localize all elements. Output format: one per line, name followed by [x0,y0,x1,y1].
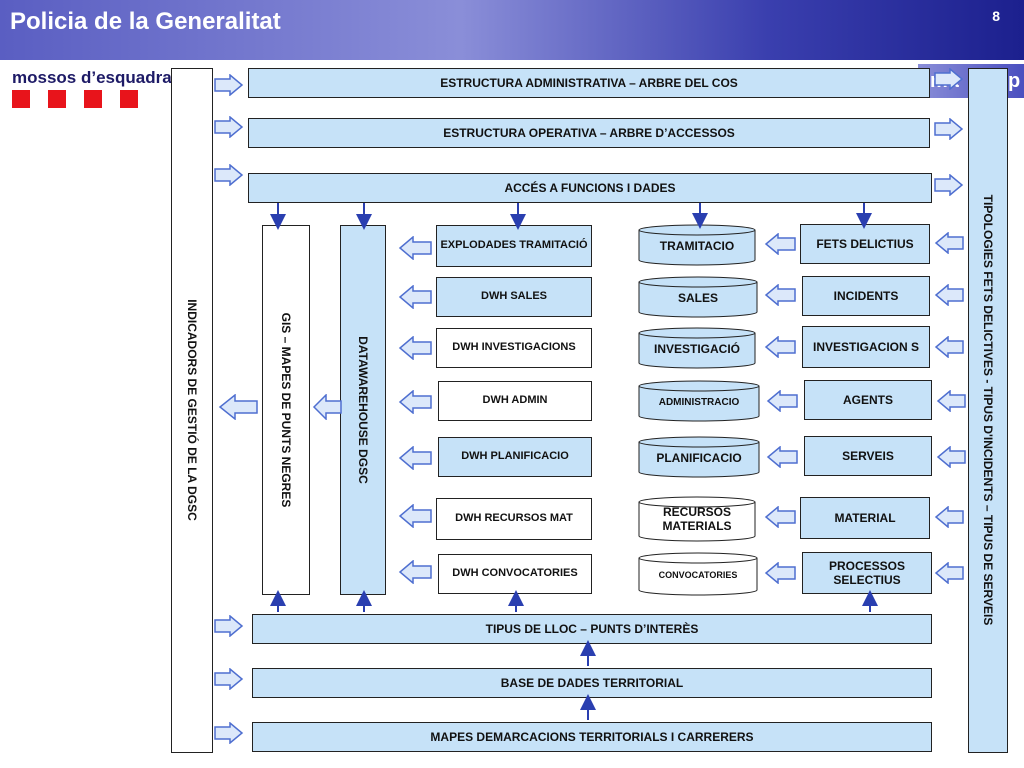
bar-acces-funcions: ACCÉS A FUNCIONS I DADES [248,173,932,203]
arrow-right-icon [214,722,244,744]
arrow-left-icon [312,394,342,420]
gis-column [262,225,310,595]
dwh-box: DWH INVESTIGACIONS [436,328,592,368]
arrow-left-icon [398,390,432,414]
dwh-box: DWH PLANIFICACIO [438,437,592,477]
bar-arbre-cos: ESTRUCTURA ADMINISTRATIVA – ARBRE DEL CO… [248,68,930,98]
database-cylinder: TRAMITACIO [638,224,756,266]
dwh-box: DWH SALES [436,277,592,317]
arrow-right-icon [214,74,244,96]
source-box: INCIDENTS [802,276,930,316]
arrow-right-icon [934,68,964,90]
source-box: INVESTIGACION S [802,326,930,368]
arrow-left-icon [936,446,966,468]
database-label: CONVOCATORIES [658,570,738,580]
arrow-left-icon [764,233,796,255]
brand-square-icon [84,90,102,108]
source-box: MATERIAL [800,497,930,539]
arrow-right-icon [934,118,964,140]
dwh-box: DWH CONVOCATORIES [438,554,592,594]
arrow-left-icon [398,560,432,584]
arrow-left-icon [398,285,432,309]
bar-arbre-accessos: ESTRUCTURA OPERATIVA – ARBRE D’ACCESSOS [248,118,930,148]
page-number: 8 [992,8,1000,24]
arrow-left-icon [398,236,432,260]
dwh-box: EXPLODADES TRAMITACIÓ [436,225,592,267]
source-box: AGENTS [804,380,932,420]
header-banner [0,0,1024,60]
arrow-left-icon [398,446,432,470]
arrow-left-icon [764,506,796,528]
database-cylinder: SALES [638,276,758,318]
database-cylinder: CONVOCATORIES [638,552,758,596]
indicadors-column [171,68,213,753]
database-label: SALES [677,291,718,305]
arrow-right-icon [214,164,244,186]
brand-square-icon [48,90,66,108]
tipologies-column [968,68,1008,753]
bar-tipus-lloc: TIPUS DE LLOC – PUNTS D’INTERÈS [252,614,932,644]
arrow-left-icon [934,284,964,306]
arrow-left-icon [764,562,796,584]
bar-mapes: MAPES DEMARCACIONS TERRITORIALS I CARRER… [252,722,932,752]
database-label: RECURSOS MATERIALS [662,505,732,533]
arrow-left-icon [766,390,798,412]
arrow-right-icon [934,174,964,196]
database-cylinder: RECURSOS MATERIALS [638,496,756,542]
database-label: INVESTIGACIÓ [653,342,740,356]
arrow-left-icon [398,336,432,360]
database-cylinder: PLANIFICACIO [638,436,760,478]
arrow-left-icon [766,446,798,468]
header-fragment-text-2: p [1008,70,1021,92]
arrow-right-icon [214,615,244,637]
arrow-left-icon [398,504,432,528]
database-cylinder: INVESTIGACIÓ [638,327,756,369]
arrow-left-icon [764,284,796,306]
arrow-right-icon [214,668,244,690]
database-label: ADMINISTRACIO [658,397,740,408]
dwh-box: DWH ADMIN [438,381,592,421]
page-title: Policia de la Generalitat [10,8,281,35]
dwh-box: DWH RECURSOS MAT [436,498,592,540]
brand-square-icon [120,90,138,108]
source-box: SERVEIS [804,436,932,476]
arrow-left-icon [934,506,964,528]
database-label: PLANIFICACIO [656,451,742,465]
source-box: FETS DELICTIUS [800,224,930,264]
arrow-left-icon [218,394,258,420]
database-label: TRAMITACIO [659,239,735,253]
brand-square-icon [12,90,30,108]
arrow-right-icon [214,116,244,138]
arrow-left-icon [764,336,796,358]
arrow-left-icon [934,562,964,584]
datawarehouse-column [340,225,386,595]
arrow-left-icon [934,232,964,254]
database-cylinder: ADMINISTRACIO [638,380,760,422]
arrow-left-icon [934,336,964,358]
arrow-left-icon [936,390,966,412]
brand-name: mossos d’esquadra [12,68,172,87]
